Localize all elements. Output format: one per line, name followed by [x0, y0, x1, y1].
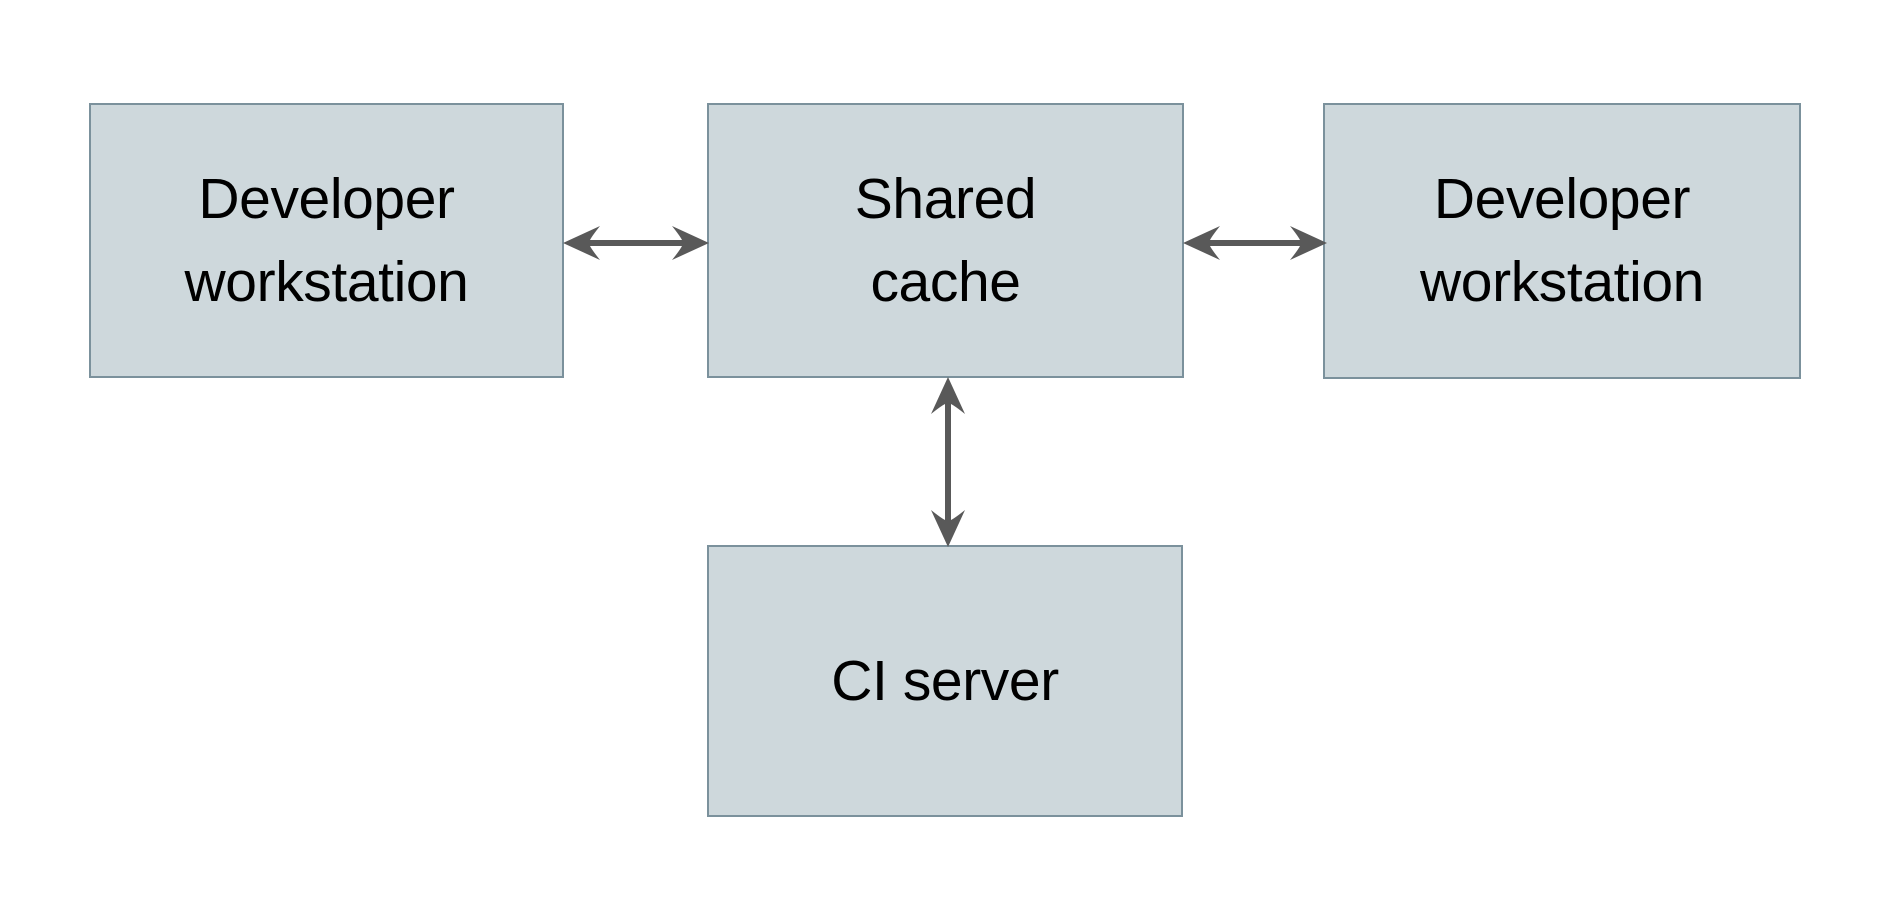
double-headed-arrow-icon [563, 226, 709, 260]
edge-shared-cache-to-ci-server[interactable] [917, 374, 979, 550]
node-label: Developer workstation [184, 166, 469, 314]
node-label: Developer workstation [1420, 167, 1704, 314]
edge-shared-cache-to-developer-right[interactable] [1180, 212, 1330, 274]
node-label: Shared cache [854, 166, 1037, 314]
double-headed-arrow-icon [931, 377, 965, 547]
node-developer-workstation-left[interactable]: Developer workstation [89, 103, 564, 378]
node-label: CI server [831, 648, 1059, 713]
edge-developer-left-to-shared-cache[interactable] [560, 212, 712, 274]
node-developer-workstation-right[interactable]: Developer workstation [1323, 103, 1801, 379]
double-headed-arrow-icon [1183, 226, 1327, 260]
node-shared-cache[interactable]: Shared cache [707, 103, 1184, 378]
node-ci-server[interactable]: CI server [707, 545, 1183, 817]
